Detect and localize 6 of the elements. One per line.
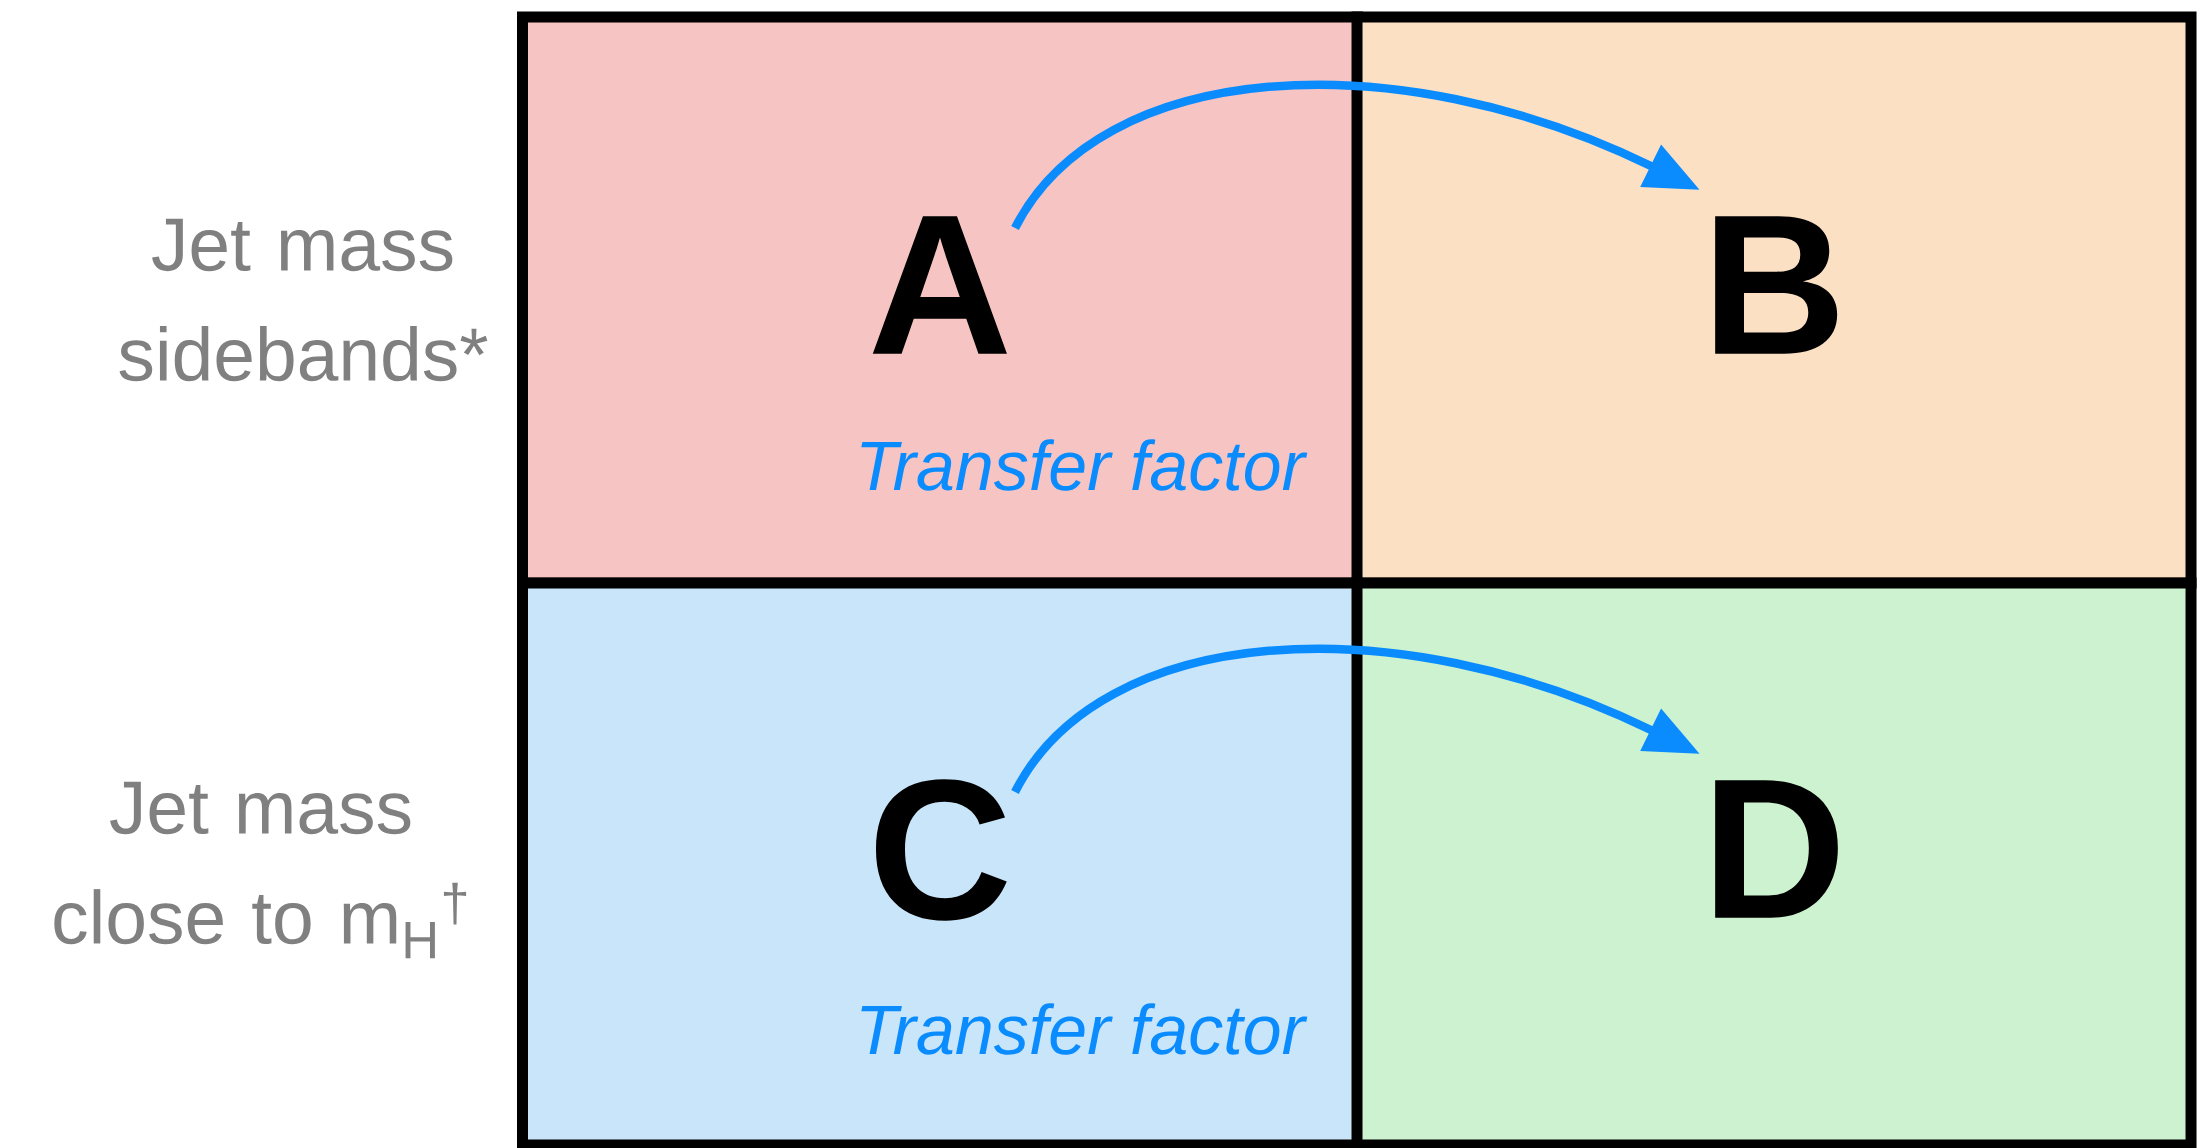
- edge-label: Transfer factor: [861, 439, 1308, 491]
- row-label: Jet mass sidebands*: [119, 218, 488, 382]
- edge-label: Transfer factor: [861, 1003, 1308, 1055]
- region-box: B: [1351, 11, 2197, 589]
- row-label: Jet mass close to m$_{H}$†: [54, 781, 467, 959]
- region-box: D: [1351, 577, 2197, 1148]
